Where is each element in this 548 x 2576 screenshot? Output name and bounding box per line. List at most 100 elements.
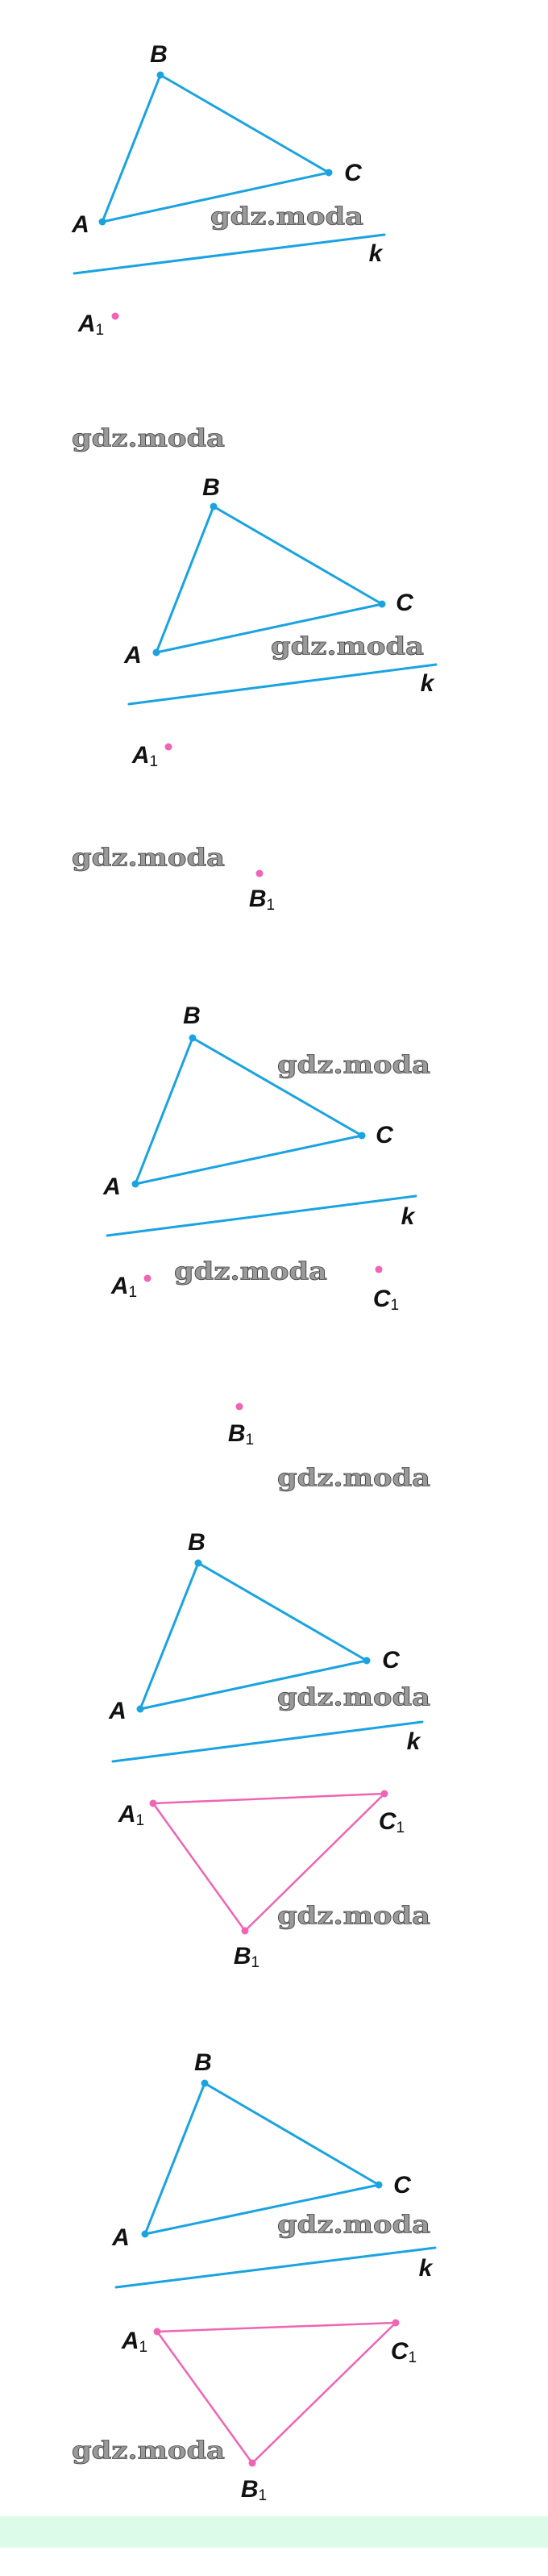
label-b1: B1 [241,2476,267,2504]
label-a-letter: A [123,642,142,669]
vertex-a1 [143,1274,152,1282]
label-b-letter: B [183,1002,201,1029]
label-k-letter: k [369,240,384,267]
label-c-letter: C [382,1647,401,1674]
watermark: gdz.moda [277,2211,430,2240]
side-a1b1 [156,2330,254,2465]
label-a: A [71,211,89,238]
label-c: C [382,1647,401,1674]
label-a-letter: A [108,1698,127,1724]
label-c-letter: C [344,160,363,186]
line-k [106,1194,417,1237]
label-c-letter: C [393,2172,412,2199]
watermark: gdz.moda [277,1684,430,1712]
vertex-a1 [111,312,119,320]
vertex-a [152,648,160,657]
label-c-letter: C [376,1122,394,1148]
label-k: k [369,240,384,267]
vertex-b [194,1559,202,1567]
label-c1-letter: C [379,1808,397,1835]
side-bc [203,2082,380,2186]
label-a1-letter: A [131,742,150,769]
watermark: gdz.moda [72,2437,225,2466]
label-b: B [150,41,168,68]
side-ab [155,505,215,654]
label-a1: A1 [121,2328,147,2356]
label-c1: C1 [379,1808,405,1836]
side-b1c1 [243,1792,386,1932]
vertex-b1 [235,1403,243,1411]
vertex-b [210,502,218,511]
label-k-letter: k [421,670,435,697]
label-a1-letter: A [110,1273,129,1299]
watermark: gdz.moda [277,1465,430,1493]
footer-bar [0,2516,548,2548]
side-ca [134,1134,363,1186]
label-a1-subscript: 1 [96,322,105,339]
label-c: C [344,160,363,186]
label-c: C [393,2172,412,2199]
label-a-letter: A [111,2224,130,2251]
label-k-letter: k [401,1203,416,1230]
label-b1-letter: B [249,886,267,912]
side-c1a1 [156,2321,397,2333]
side-ca [139,1659,368,1711]
label-a1-letter: A [121,2328,139,2354]
vertex-c1 [380,1790,388,1798]
watermark: gdz.moda [174,1258,327,1286]
vertex-a [98,218,106,226]
label-a1: A1 [131,742,158,770]
vertex-b [201,2079,209,2087]
label-b1-letter: B [241,2476,259,2503]
label-k-letter: k [407,1728,421,1755]
label-c1: C1 [373,1286,399,1314]
vertex-a1 [149,1799,157,1807]
side-ab [134,1036,194,1186]
label-c1-subscript: 1 [391,1297,400,1314]
line-k [73,233,386,275]
label-b1-subscript: 1 [267,897,276,914]
side-a1b1 [152,1802,247,1932]
label-a1-letter: A [118,1801,136,1828]
vertex-a [141,2230,149,2238]
watermark: gdz.moda [210,203,363,231]
label-b-letter: B [188,1529,206,1556]
label-b1: B1 [234,1943,259,1971]
side-bc [212,505,384,606]
label-c1-subscript: 1 [409,2349,417,2366]
label-b-letter: B [150,41,168,68]
side-bc [197,1561,368,1662]
label-b: B [183,1002,201,1029]
label-a-letter: A [102,1173,121,1200]
label-k: k [407,1728,421,1755]
vertex-c [363,1657,371,1665]
vertex-c [375,2181,383,2189]
vertex-b1 [255,869,264,877]
line-k [114,2246,437,2289]
vertex-c [325,169,333,177]
label-a1-subscript: 1 [150,753,159,770]
vertex-c [358,1132,366,1140]
vertex-a1 [153,2328,161,2336]
vertex-c [378,600,386,608]
vertex-b1 [241,1927,249,1935]
label-b: B [188,1529,206,1556]
label-b1: B1 [228,1420,254,1448]
watermark: gdz.moda [72,844,225,873]
label-c: C [376,1122,394,1148]
side-c1a1 [152,1792,386,1805]
side-ab [143,2082,206,2236]
vertex-a1 [164,743,172,751]
side-bc [159,73,330,174]
label-c1-letter: C [373,1286,392,1312]
vertex-c1 [392,2319,400,2327]
label-a: A [108,1698,127,1724]
label-c: C [396,590,414,616]
label-a1-subscript: 1 [139,2339,148,2356]
watermark: gdz.moda [271,633,424,661]
label-k: k [401,1203,416,1230]
side-ab [101,73,162,223]
